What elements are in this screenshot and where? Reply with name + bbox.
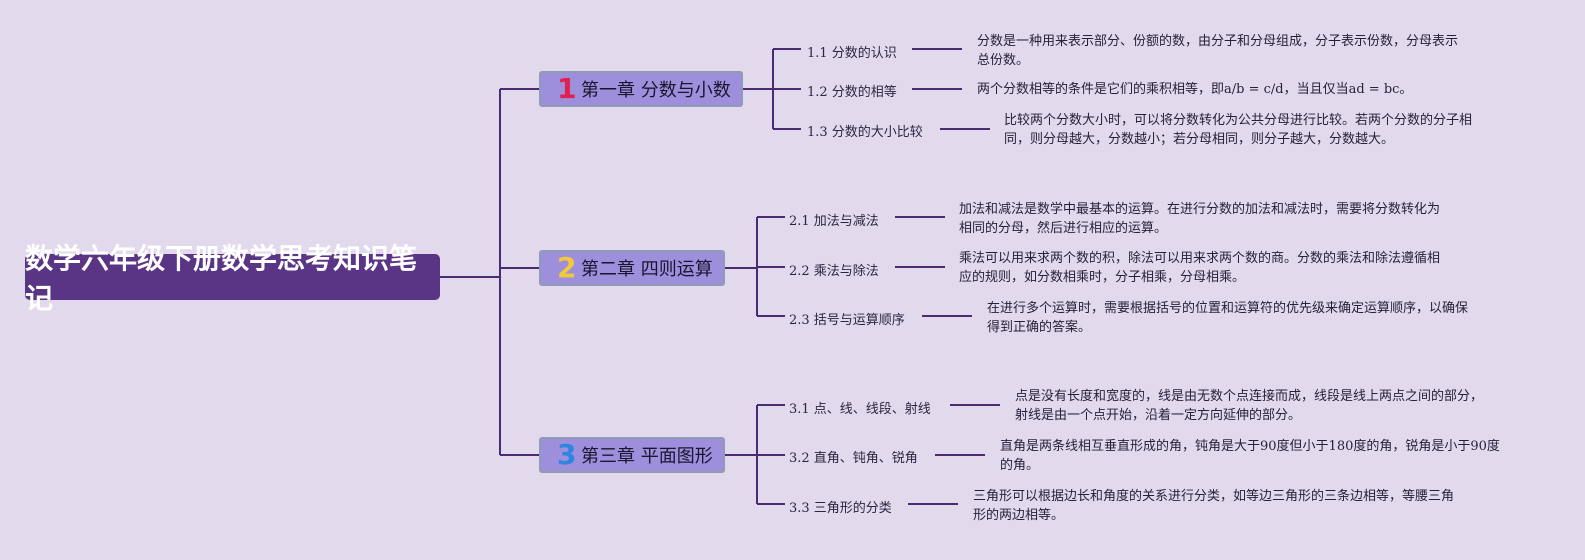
- topic-2-2[interactable]: 2.2 乘法与除法: [789, 264, 879, 279]
- topic-1-2[interactable]: 1.2 分数的相等: [807, 85, 897, 100]
- chapter-3-node[interactable]: 3 第三章 平面图形: [539, 437, 725, 473]
- root-node[interactable]: 数学六年级下册数学思考知识笔记: [25, 242, 440, 315]
- chapter-number: 1: [557, 72, 577, 105]
- topic-2-3[interactable]: 2.3 括号与运算顺序: [789, 313, 905, 328]
- topic-3-3-desc: 三角形可以根据边长和角度的关系进行分类，如等边三角形的三条边相等，等腰三角形的两…: [973, 489, 1455, 523]
- topic-2-1[interactable]: 2.1 加法与减法: [789, 214, 879, 229]
- topic-3-3[interactable]: 3.3 三角形的分类: [789, 501, 892, 516]
- chapter-title: 第三章 平面图形: [581, 446, 713, 467]
- topic-3-2[interactable]: 3.2 直角、钝角、锐角: [789, 451, 918, 466]
- topic-1-1[interactable]: 1.1 分数的认识: [807, 46, 897, 61]
- chapter-title: 第一章 分数与小数: [581, 80, 731, 101]
- topic-2-2-desc: 乘法可以用来求两个数的积，除法可以用来求两个数的商。分数的乘法和除法遵循相应的规…: [959, 251, 1441, 285]
- topic-1-1-desc: 分数是一种用来表示部分、份额的数，由分子和分母组成，分子表示份数，分母表示总份数…: [977, 34, 1459, 68]
- chapter-1-node[interactable]: 1 第一章 分数与小数: [539, 71, 743, 107]
- chapter-title: 第二章 四则运算: [581, 259, 713, 280]
- topic-3-2-desc: 直角是两条线相互垂直形成的角，钝角是大于90度但小于180度的角，锐角是小于90…: [1000, 439, 1500, 473]
- topic-1-3[interactable]: 1.3 分数的大小比较: [807, 125, 923, 140]
- chapter-number: 2: [557, 251, 577, 284]
- topic-1-3-desc: 比较两个分数大小时，可以将分数转化为公共分母进行比较。若两个分数的分子相同，则分…: [1004, 113, 1473, 147]
- topic-2-1-desc: 加法和减法是数学中最基本的运算。在进行分数的加法和减法时，需要将分数转化为相同的…: [959, 202, 1441, 236]
- topic-3-1[interactable]: 3.1 点、线、线段、射线: [789, 402, 931, 417]
- topic-2-3-desc: 在进行多个运算时，需要根据括号的位置和运算符的优先级来确定运算顺序，以确保得到正…: [987, 301, 1469, 335]
- topic-3-1-desc: 点是没有长度和宽度的，线是由无数个点连接而成，线段是线上两点之间的部分，射线是由…: [1015, 389, 1484, 423]
- topic-1-2-desc: 两个分数相等的条件是它们的乘积相等，即a/b = c/d，当且仅当ad = bc…: [977, 82, 1413, 97]
- root-title: 数学六年级下册数学思考知识笔记: [25, 242, 418, 315]
- chapter-number: 3: [557, 438, 577, 471]
- chapter-2-node[interactable]: 2 第二章 四则运算: [539, 250, 725, 286]
